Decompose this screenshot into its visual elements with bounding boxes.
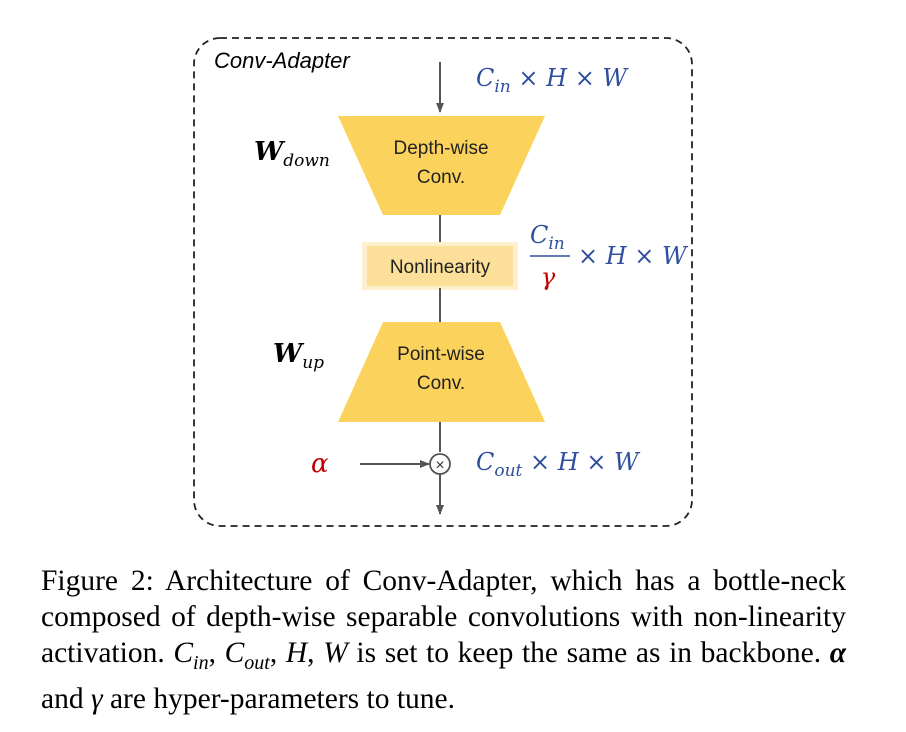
mid-dimension-numerator: Cin	[530, 221, 565, 254]
alpha-label: α	[311, 449, 329, 479]
output-dimension-label: Cout × H × W	[476, 448, 641, 481]
depthwise-conv-line2: Conv.	[417, 167, 465, 188]
conv-adapter-diagram: Conv-Adapter Cin × H × W Wdown Depth-wis…	[193, 37, 693, 527]
multiply-icon: ×	[435, 457, 444, 474]
adapter-boundary	[193, 37, 693, 527]
w-down-label: Wdown	[254, 137, 330, 171]
pointwise-conv-line1: Point-wise	[397, 344, 485, 365]
input-dimension-label: Cin × H × W	[476, 64, 629, 97]
mid-dimension-rest: × H × W	[578, 242, 689, 270]
depthwise-conv-block	[338, 116, 545, 215]
nonlinearity-block	[367, 246, 513, 286]
nonlinearity-label: Nonlinearity	[390, 257, 491, 278]
pointwise-conv-block	[338, 322, 545, 422]
depthwise-conv-line1: Depth-wise	[393, 138, 488, 159]
pointwise-conv-line2: Conv.	[417, 373, 465, 394]
figure-caption: Figure 2: Architecture of Conv-Adapter, …	[41, 565, 847, 715]
diagram-title: Conv-Adapter	[214, 48, 351, 73]
mid-dimension-denominator: γ	[541, 263, 556, 291]
w-up-label: Wup	[273, 339, 324, 373]
